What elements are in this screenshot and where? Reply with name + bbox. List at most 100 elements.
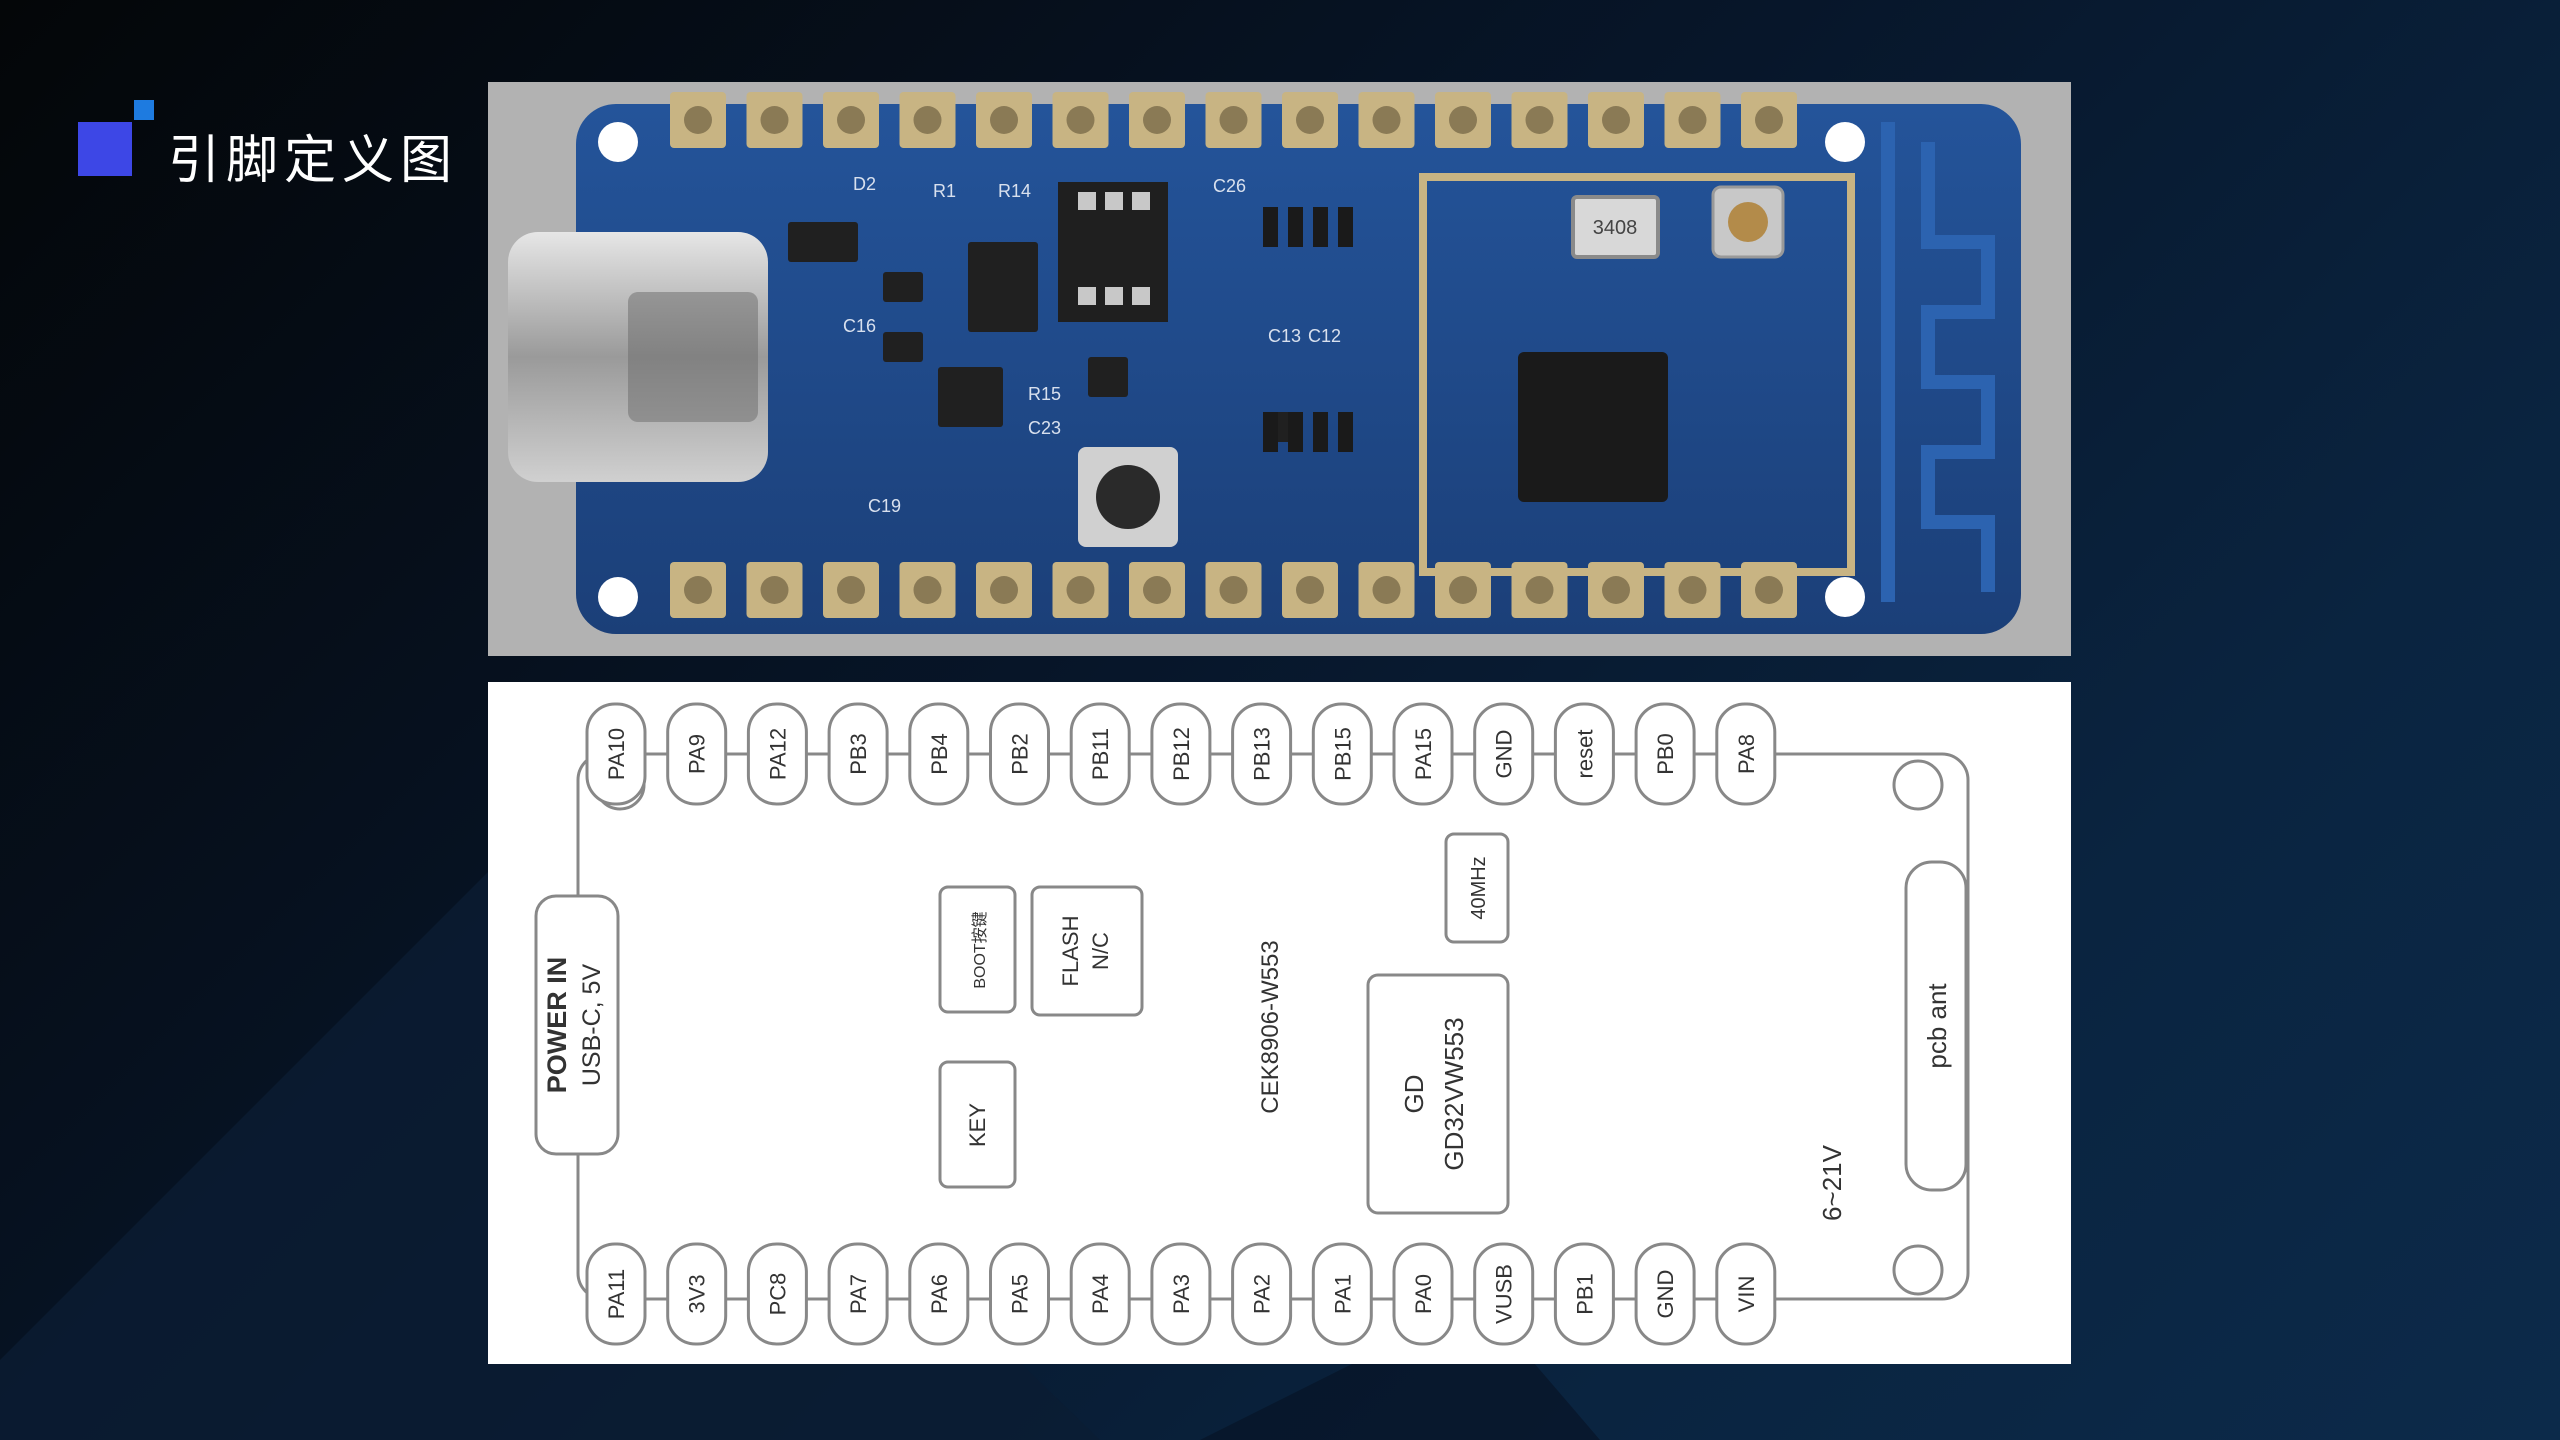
top-pin-label: PB2 <box>1008 733 1033 775</box>
gold-pad-hole <box>760 576 789 604</box>
top-pin <box>585 702 647 806</box>
bottom-pin-label: PA7 <box>846 1274 871 1314</box>
gold-pad-hole <box>1296 576 1324 604</box>
logo-square-large <box>78 122 132 176</box>
bottom-pin <box>585 1242 647 1346</box>
top-pin <box>1473 702 1535 806</box>
mcu-chip-model: GD32VW553 <box>1439 1017 1469 1170</box>
bottom-pin <box>1069 1242 1131 1346</box>
top-pin <box>1553 702 1615 806</box>
bottom-pin <box>1311 1242 1373 1346</box>
antenna-connector-center <box>1728 202 1768 242</box>
bottom-pin-label: PB1 <box>1572 1273 1597 1315</box>
top-pin-label: PA15 <box>1411 728 1436 780</box>
power-in-sub-label: USB-C, 5V <box>578 964 606 1087</box>
top-pin-label: GND <box>1492 730 1517 779</box>
mcu-chip-block <box>1366 973 1510 1215</box>
bottom-pin-label: PC8 <box>765 1273 790 1316</box>
top-pin <box>1634 702 1696 806</box>
gold-pad-hole <box>837 106 865 134</box>
resistor-arrays <box>1263 207 1353 452</box>
bottom-pin-label: PA6 <box>927 1274 952 1314</box>
top-pin <box>827 702 889 806</box>
bottom-pin-label: GND <box>1653 1270 1678 1319</box>
gold-pad-hole <box>1525 106 1554 134</box>
usb-c-opening <box>628 292 758 422</box>
gold-pad-hole <box>1372 576 1401 604</box>
top-pin <box>1069 702 1131 806</box>
gold-pad-hole <box>1372 106 1401 134</box>
flash-block <box>1030 885 1144 1017</box>
gold-pad-hole <box>1525 576 1554 604</box>
top-pin <box>666 702 728 806</box>
power-in-block <box>534 894 620 1156</box>
bottom-pin <box>1392 1242 1454 1346</box>
svg-text:R14: R14 <box>998 181 1031 201</box>
gold-pad-hole <box>1755 576 1783 604</box>
gold-pad-hole <box>990 106 1018 134</box>
bottom-pin <box>827 1242 889 1346</box>
logo-square-small <box>134 100 154 120</box>
svg-text:C13: C13 <box>1268 326 1301 346</box>
top-pin <box>908 702 970 806</box>
top-pin-label: PA8 <box>1734 734 1759 774</box>
top-pin-label: PB4 <box>927 733 952 775</box>
gold-pad-hole <box>1602 576 1630 604</box>
svg-text:D2: D2 <box>853 174 876 194</box>
bottom-pin-label: VIN <box>1734 1276 1759 1313</box>
top-pin <box>1715 702 1777 806</box>
bottom-pin-label: PA11 <box>604 1269 629 1320</box>
top-pin-label: PB13 <box>1250 727 1275 781</box>
crystal-block <box>1444 832 1510 944</box>
bottom-pin-label: PA3 <box>1169 1274 1194 1314</box>
board-photo: 3408 <box>488 82 2071 656</box>
top-pin-label: PB15 <box>1330 727 1355 781</box>
crystal-marking: 3408 <box>1593 217 1638 239</box>
pcb-antenna-block <box>1904 860 1968 1192</box>
top-pin-label: PA12 <box>765 728 790 780</box>
mount-hole-br <box>1892 1244 1944 1296</box>
svg-text:R15: R15 <box>1028 384 1061 404</box>
page-title: 引脚定义图 <box>168 131 459 191</box>
bottom-pin-label: PA2 <box>1250 1274 1275 1314</box>
bottom-pin <box>908 1242 970 1346</box>
top-pin-label: reset <box>1572 730 1597 779</box>
bottom-pin-label: PA4 <box>1088 1274 1113 1314</box>
gold-pad-hole <box>1602 106 1630 134</box>
flash-label: FLASH <box>1058 916 1083 987</box>
gold-pad-hole <box>990 576 1018 604</box>
bottom-pin-label: VUSB <box>1492 1264 1517 1324</box>
board-photo-illustration: 3408 <box>508 92 2021 634</box>
bottom-pin <box>1150 1242 1212 1346</box>
bottom-pin-label: 3V3 <box>685 1274 710 1313</box>
silkscreen-labels: D2 R1 R14 C16 R15 C23 C26 C13 C12 C19 <box>843 174 1341 516</box>
bottom-pin <box>746 1242 808 1346</box>
key-label: KEY <box>965 1103 990 1147</box>
gold-pad-hole <box>1296 106 1324 134</box>
svg-text:C19: C19 <box>868 496 901 516</box>
boot-button-block <box>938 885 1017 1014</box>
bottom-pin <box>666 1242 728 1346</box>
gold-pad-hole <box>913 106 942 134</box>
gold-pad-hole <box>684 106 712 134</box>
crystal-label: 40MHz <box>1468 856 1490 919</box>
mount-hole-tr <box>1892 759 1944 811</box>
bottom-pin <box>1473 1242 1535 1346</box>
gold-pad-hole <box>684 576 712 604</box>
svg-text:C26: C26 <box>1213 176 1246 196</box>
gold-pad-hole <box>1678 106 1707 134</box>
svg-text:C16: C16 <box>843 316 876 336</box>
top-pin-label: PB11 <box>1088 728 1113 780</box>
gold-pin-pads <box>670 92 1797 618</box>
gold-pad-hole <box>1143 106 1171 134</box>
pcb-antenna-label: pcb ant <box>1922 983 1952 1069</box>
gold-pad-hole <box>837 576 865 604</box>
key-block <box>938 1060 1017 1189</box>
gold-pad-hole <box>1219 106 1248 134</box>
gold-pad-hole <box>1449 576 1477 604</box>
top-pin <box>1392 702 1454 806</box>
top-pin <box>1311 702 1373 806</box>
